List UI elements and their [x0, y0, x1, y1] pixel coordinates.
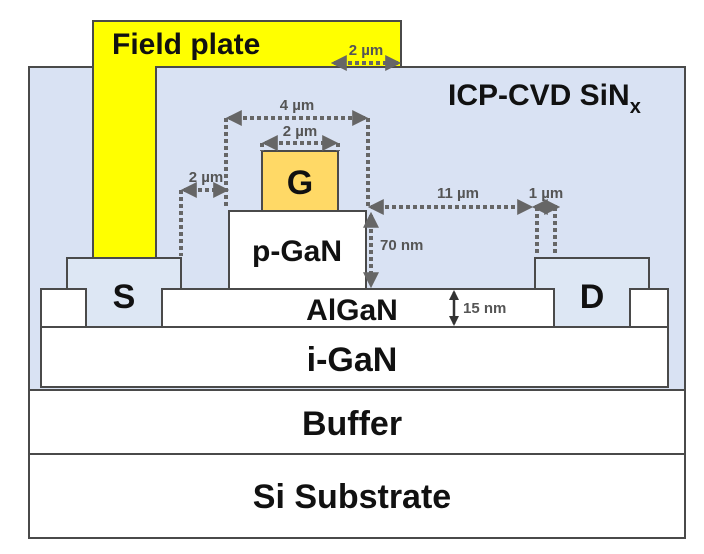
- buffer-layer: [28, 389, 686, 455]
- sin-passivation-main: ICP-CVD SiN: [448, 79, 630, 112]
- sin-passivation-subscript: x: [630, 96, 641, 118]
- gate-electrode: [261, 150, 339, 212]
- i-gan-label: i-GaN: [307, 341, 398, 379]
- dim-algan-thickness-label: 15 nm: [463, 300, 506, 317]
- sin-passivation-label: ICP-CVD SiNx: [448, 79, 641, 118]
- field-plate-label: Field plate: [112, 28, 260, 61]
- si-substrate-layer: [28, 453, 686, 539]
- algan-label: AlGaN: [306, 294, 398, 327]
- dim-p-gan-width-label: 4 µm: [280, 97, 315, 114]
- dim-source-gap-label: 2 µm: [189, 169, 224, 186]
- drain-label: D: [580, 278, 605, 316]
- buffer-label: Buffer: [302, 405, 402, 443]
- dim-p-gan-thickness-label: 70 nm: [380, 237, 423, 254]
- gate-label: G: [287, 164, 313, 202]
- source-contact: [66, 257, 182, 328]
- dim-gate-drain-label: 11 µm: [437, 185, 479, 202]
- si-substrate-label: Si Substrate: [253, 478, 451, 516]
- source-label: S: [113, 278, 136, 316]
- dim-gate-width-label: 2 µm: [283, 123, 318, 140]
- field-plate: [92, 20, 402, 259]
- p-gan-label: p-GaN: [252, 235, 342, 268]
- drain-contact: [534, 257, 650, 328]
- dim-field-plate-extension-label: 2 µm: [349, 42, 384, 59]
- dim-drain-gap-label: 1 µm: [529, 185, 564, 202]
